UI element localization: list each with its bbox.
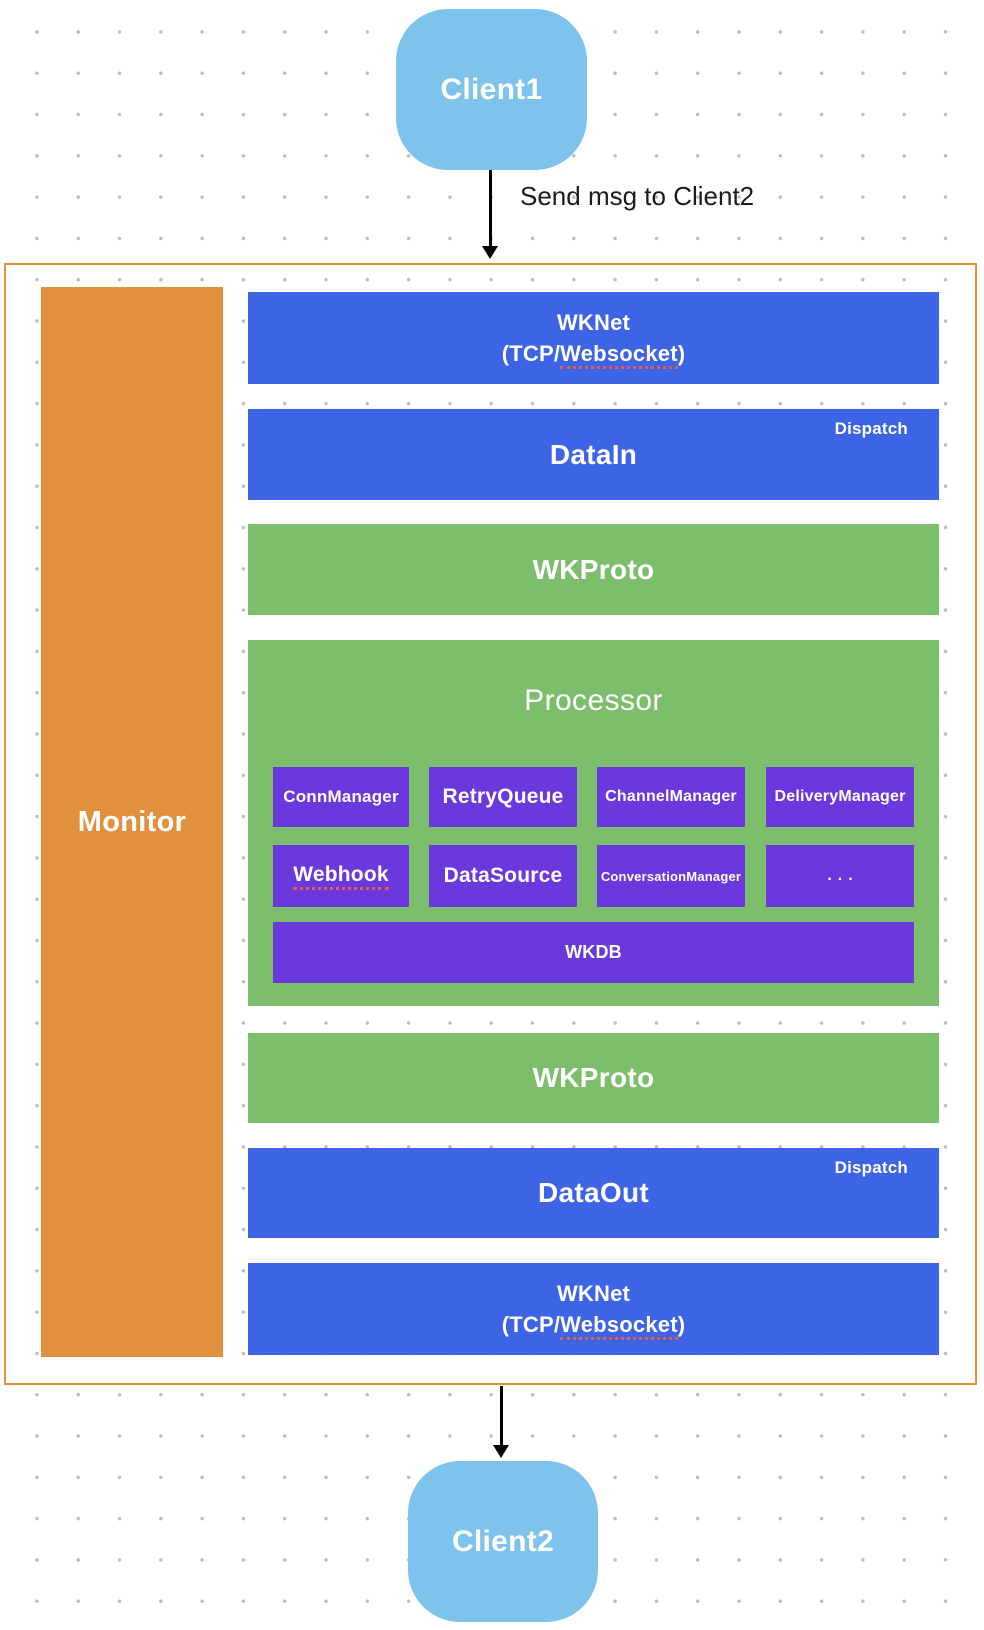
wknet-bottom-websocket-word: Websocket	[560, 1312, 678, 1340]
wknet-top-line2-close: )	[677, 341, 686, 366]
layer-datain: Dispatch DataIn	[248, 409, 939, 500]
wknet-bottom-line2: (TCP/Websocket)	[502, 1309, 686, 1340]
module-channelmanager-label: ChannelManager	[605, 788, 737, 805]
wknet-bottom-line1: WKNet	[556, 1281, 631, 1306]
arrow-client1-to-server-line	[489, 170, 492, 247]
datain-label: DataIn	[549, 438, 638, 470]
monitor-label: Monitor	[77, 805, 187, 838]
module-retryqueue-label: RetryQueue	[442, 785, 564, 808]
module-connmanager: ConnManager	[273, 767, 409, 827]
wknet-bottom-text: WKNet (TCP/Websocket)	[502, 1278, 686, 1340]
arrow-client1-to-server-head	[482, 246, 498, 259]
module-ellipsis: ...	[766, 845, 914, 907]
wknet-bottom-line2-close: )	[677, 1312, 686, 1337]
module-conversationmanager-label: ConversationManager	[600, 868, 742, 884]
client1-node: Client1	[396, 9, 587, 170]
module-ellipsis-label: ...	[827, 867, 859, 884]
layer-wkproto-top: WKProto	[248, 524, 939, 615]
dataout-dispatch-badge: Dispatch	[834, 1158, 908, 1177]
layer-dataout: Dispatch DataOut	[248, 1148, 939, 1238]
client1-label: Client1	[440, 72, 543, 106]
module-wkdb: WKDB	[273, 922, 914, 983]
processor-title: Processor	[524, 684, 663, 717]
wkproto-bottom-label: WKProto	[532, 1062, 655, 1093]
module-channelmanager: ChannelManager	[597, 767, 745, 827]
layer-wkproto-bottom: WKProto	[248, 1033, 939, 1123]
module-webhook: Webhook	[273, 845, 409, 907]
client2-node: Client2	[408, 1461, 598, 1622]
module-deliverymanager: DeliveryManager	[766, 767, 914, 827]
module-webhook-label: Webhook	[293, 863, 389, 890]
wknet-top-text: WKNet (TCP/Websocket)	[502, 307, 686, 369]
module-deliverymanager-label: DeliveryManager	[774, 788, 906, 805]
wknet-top-line2-open: (TCP/	[501, 341, 561, 366]
server-container	[4, 263, 977, 1385]
wknet-bottom-line2-open: (TCP/	[501, 1312, 561, 1337]
layer-processor: Processor ConnManager RetryQueue Channel…	[248, 640, 939, 1006]
module-retryqueue: RetryQueue	[429, 767, 577, 827]
module-connmanager-label: ConnManager	[283, 787, 399, 806]
wknet-top-websocket-word: Websocket	[560, 341, 678, 369]
arrow-server-to-client2-head	[493, 1445, 509, 1458]
module-wkdb-label: WKDB	[565, 942, 622, 962]
wkproto-top-label: WKProto	[532, 553, 655, 585]
layer-wknet-bottom: WKNet (TCP/Websocket)	[248, 1263, 939, 1355]
dataout-label: DataOut	[538, 1177, 649, 1208]
message-arrow-label: Send msg to Client2	[520, 181, 755, 211]
datain-dispatch-badge: Dispatch	[834, 419, 908, 438]
wknet-top-line1: WKNet	[556, 310, 631, 335]
layer-wknet-top: WKNet (TCP/Websocket)	[248, 292, 939, 384]
module-datasource-label: DataSource	[443, 864, 563, 887]
client2-label: Client2	[451, 1524, 555, 1558]
monitor-panel: Monitor	[41, 287, 223, 1357]
module-datasource: DataSource	[429, 845, 577, 907]
module-conversationmanager: ConversationManager	[597, 845, 745, 907]
arrow-server-to-client2-line	[500, 1386, 503, 1446]
wknet-top-line2: (TCP/Websocket)	[502, 338, 686, 369]
